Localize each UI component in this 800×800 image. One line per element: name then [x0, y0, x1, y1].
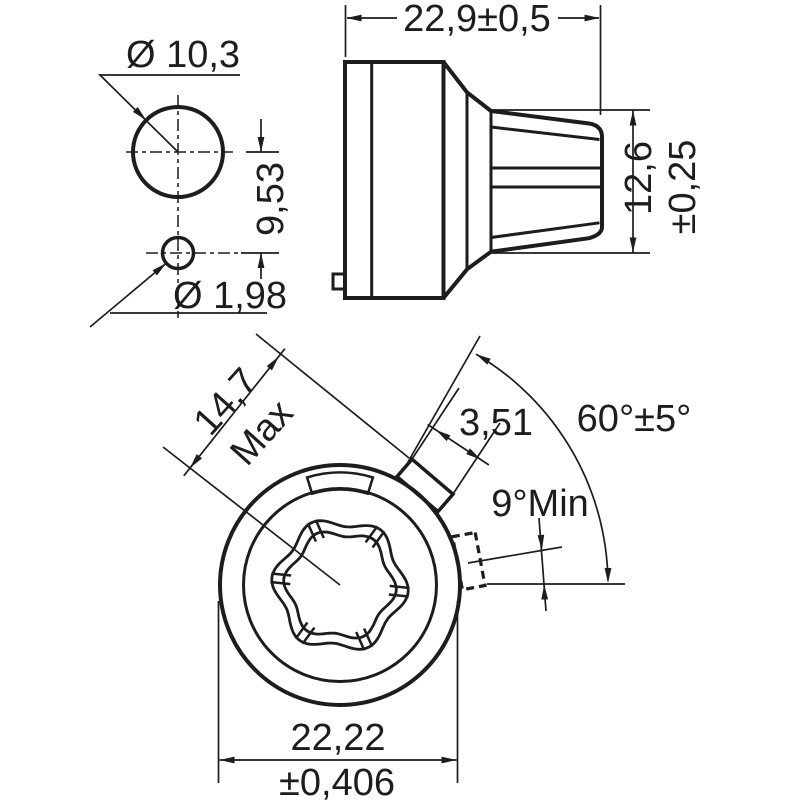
- flute-rib-edge: [371, 530, 386, 549]
- dimension-arrowhead: [629, 237, 637, 253]
- skirt-diameter-label: 22,22: [290, 717, 385, 759]
- dimension-arrowhead: [190, 454, 202, 468]
- flute-inner-curve: [282, 530, 398, 640]
- dimension-arrowhead: [266, 356, 279, 371]
- dimension-arrowhead: [436, 430, 451, 442]
- dimension-arrowhead: [257, 253, 265, 268]
- tab-width-label: 3,51: [459, 402, 533, 444]
- flute-rib-edge: [270, 580, 291, 586]
- flute-rib-edge: [355, 631, 366, 651]
- tip-diameter-tolerance-label: ±0,25: [662, 140, 704, 235]
- grip-outline: [490, 109, 604, 254]
- dimension-arrowhead: [152, 263, 167, 276]
- dimension-arrowhead: [541, 584, 549, 600]
- hole-pattern-view: Ø 10,3 9,53 Ø 1,98: [89, 34, 292, 328]
- large-hole-diameter-label: Ø 10,3: [126, 34, 240, 76]
- center-distance-extension-lines: [241, 151, 279, 254]
- skirt-diameter-tolerance-label: ±0,406: [279, 762, 395, 800]
- dimension-arrowheads: [132, 14, 637, 764]
- dimension-arrowhead: [219, 756, 235, 764]
- large-hole-leader: [97, 74, 240, 153]
- dimension-arrowhead: [604, 568, 612, 583]
- front-view: 14,7 Max 3,51 60°±5° 9°Min 22,22 ±0,406: [162, 333, 692, 800]
- dimension-arrowhead: [132, 107, 146, 120]
- flute-rib-edge: [314, 519, 325, 539]
- flute-rib-edge: [388, 593, 409, 598]
- overall-width-extension-lines: [344, 5, 602, 115]
- pointer-tab: [394, 456, 456, 515]
- angle-max-line: [407, 335, 481, 463]
- skirt-diameter-extension-lines: [217, 601, 459, 783]
- pointer-length-extension-tip: [255, 333, 410, 459]
- hole-center-distance-label: 9,53: [250, 162, 292, 236]
- flute-outer-curve: [270, 519, 410, 651]
- indicator-window: [305, 471, 375, 496]
- grip-flute-lines: [490, 125, 602, 239]
- skirt-outer-circle: [218, 463, 462, 707]
- dimension-arrowhead: [257, 137, 265, 152]
- dimension-arrowhead: [629, 110, 637, 126]
- flute-rib-edge: [364, 525, 379, 544]
- small-hole-diameter-label: Ø 1,98: [173, 275, 287, 317]
- dimension-arrowhead: [537, 534, 545, 550]
- dimension-arrowhead: [476, 354, 491, 365]
- knob-body: [343, 60, 446, 300]
- small-hole-circle: [160, 235, 196, 271]
- side-view: 22,9±0,5 12,6 ±0,25: [331, 0, 704, 300]
- dimension-arrowhead: [466, 448, 481, 460]
- tip-diameter-label: 12,6: [618, 141, 660, 215]
- flute-rib-edge: [362, 627, 374, 648]
- angle-min-line: [467, 546, 563, 564]
- angle-min-label: 9°Min: [491, 483, 589, 525]
- flute-rib-edge: [389, 584, 410, 590]
- dimension-arrowhead: [346, 14, 362, 22]
- angle-max-label: 60°±5°: [577, 398, 692, 440]
- flute-rib-edge: [301, 626, 316, 645]
- flute-rib-edge: [271, 572, 292, 577]
- fluted-grip-band: [270, 519, 410, 651]
- dimension-arrowhead: [584, 14, 600, 22]
- overall-width-label: 22,9±0,5: [403, 0, 551, 40]
- large-hole-circle: [131, 105, 225, 199]
- tab-width-extension-lines: [411, 387, 501, 495]
- flute-rib-edge: [306, 522, 318, 543]
- angle-arc: [475, 353, 609, 581]
- flute-rib-edge: [294, 621, 309, 640]
- pointer-length-dimline: [183, 348, 286, 477]
- dimension-arrowhead: [441, 756, 457, 764]
- small-hole-leader: [89, 262, 267, 328]
- pointer-length-extension-center: [162, 446, 341, 586]
- tip-diameter-extension-lines: [492, 109, 650, 254]
